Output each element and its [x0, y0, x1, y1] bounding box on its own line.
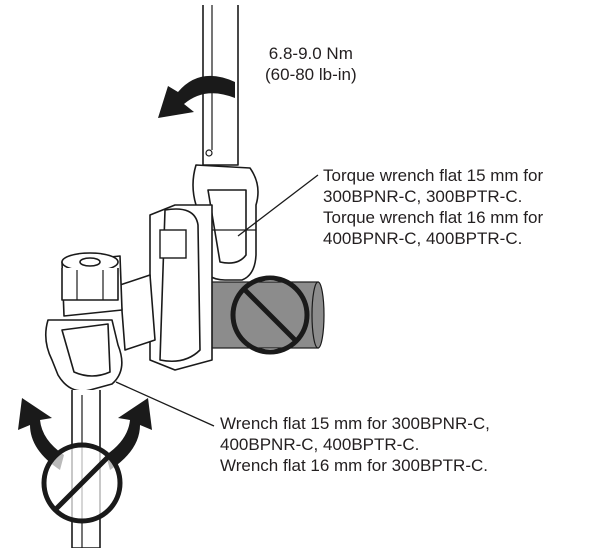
torque-rotation-arrow — [158, 75, 235, 118]
hex-nut — [61, 252, 119, 301]
callout-line: Torque wrench flat 15 mm for — [323, 166, 544, 185]
callout-line: Wrench flat 16 mm for 300BPTR-C. — [220, 456, 488, 475]
lower-rotation-arrows — [18, 398, 152, 470]
callout-line: Wrench flat 15 mm for 300BPNR-C, — [220, 414, 490, 433]
torque-wrench-callout: Torque wrench flat 15 mm for 300BPNR-C, … — [323, 165, 543, 249]
callout-line: 400BPNR-C, 400BPTR-C. — [220, 435, 420, 454]
no-turn-wrench-symbol — [41, 442, 123, 524]
wrench-callout-leader — [115, 381, 215, 427]
torque-spec-label: 6.8-9.0 Nm (60-80 lb-in) — [265, 43, 357, 85]
torque-spec-nm: 6.8-9.0 Nm — [268, 44, 353, 63]
no-hold-body-symbol — [230, 275, 310, 355]
callout-line: Torque wrench flat 16 mm for — [323, 208, 544, 227]
torque-spec-lbin: (60-80 lb-in) — [265, 65, 357, 84]
callout-line: 300BPNR-C, 300BPTR-C. — [323, 187, 523, 206]
torque-wrench — [192, 5, 259, 281]
wrench-callout: Wrench flat 15 mm for 300BPNR-C, 400BPNR… — [220, 413, 490, 476]
torque-callout-leader — [237, 174, 319, 237]
callout-line: 400BPNR-C, 400BPTR-C. — [323, 229, 523, 248]
